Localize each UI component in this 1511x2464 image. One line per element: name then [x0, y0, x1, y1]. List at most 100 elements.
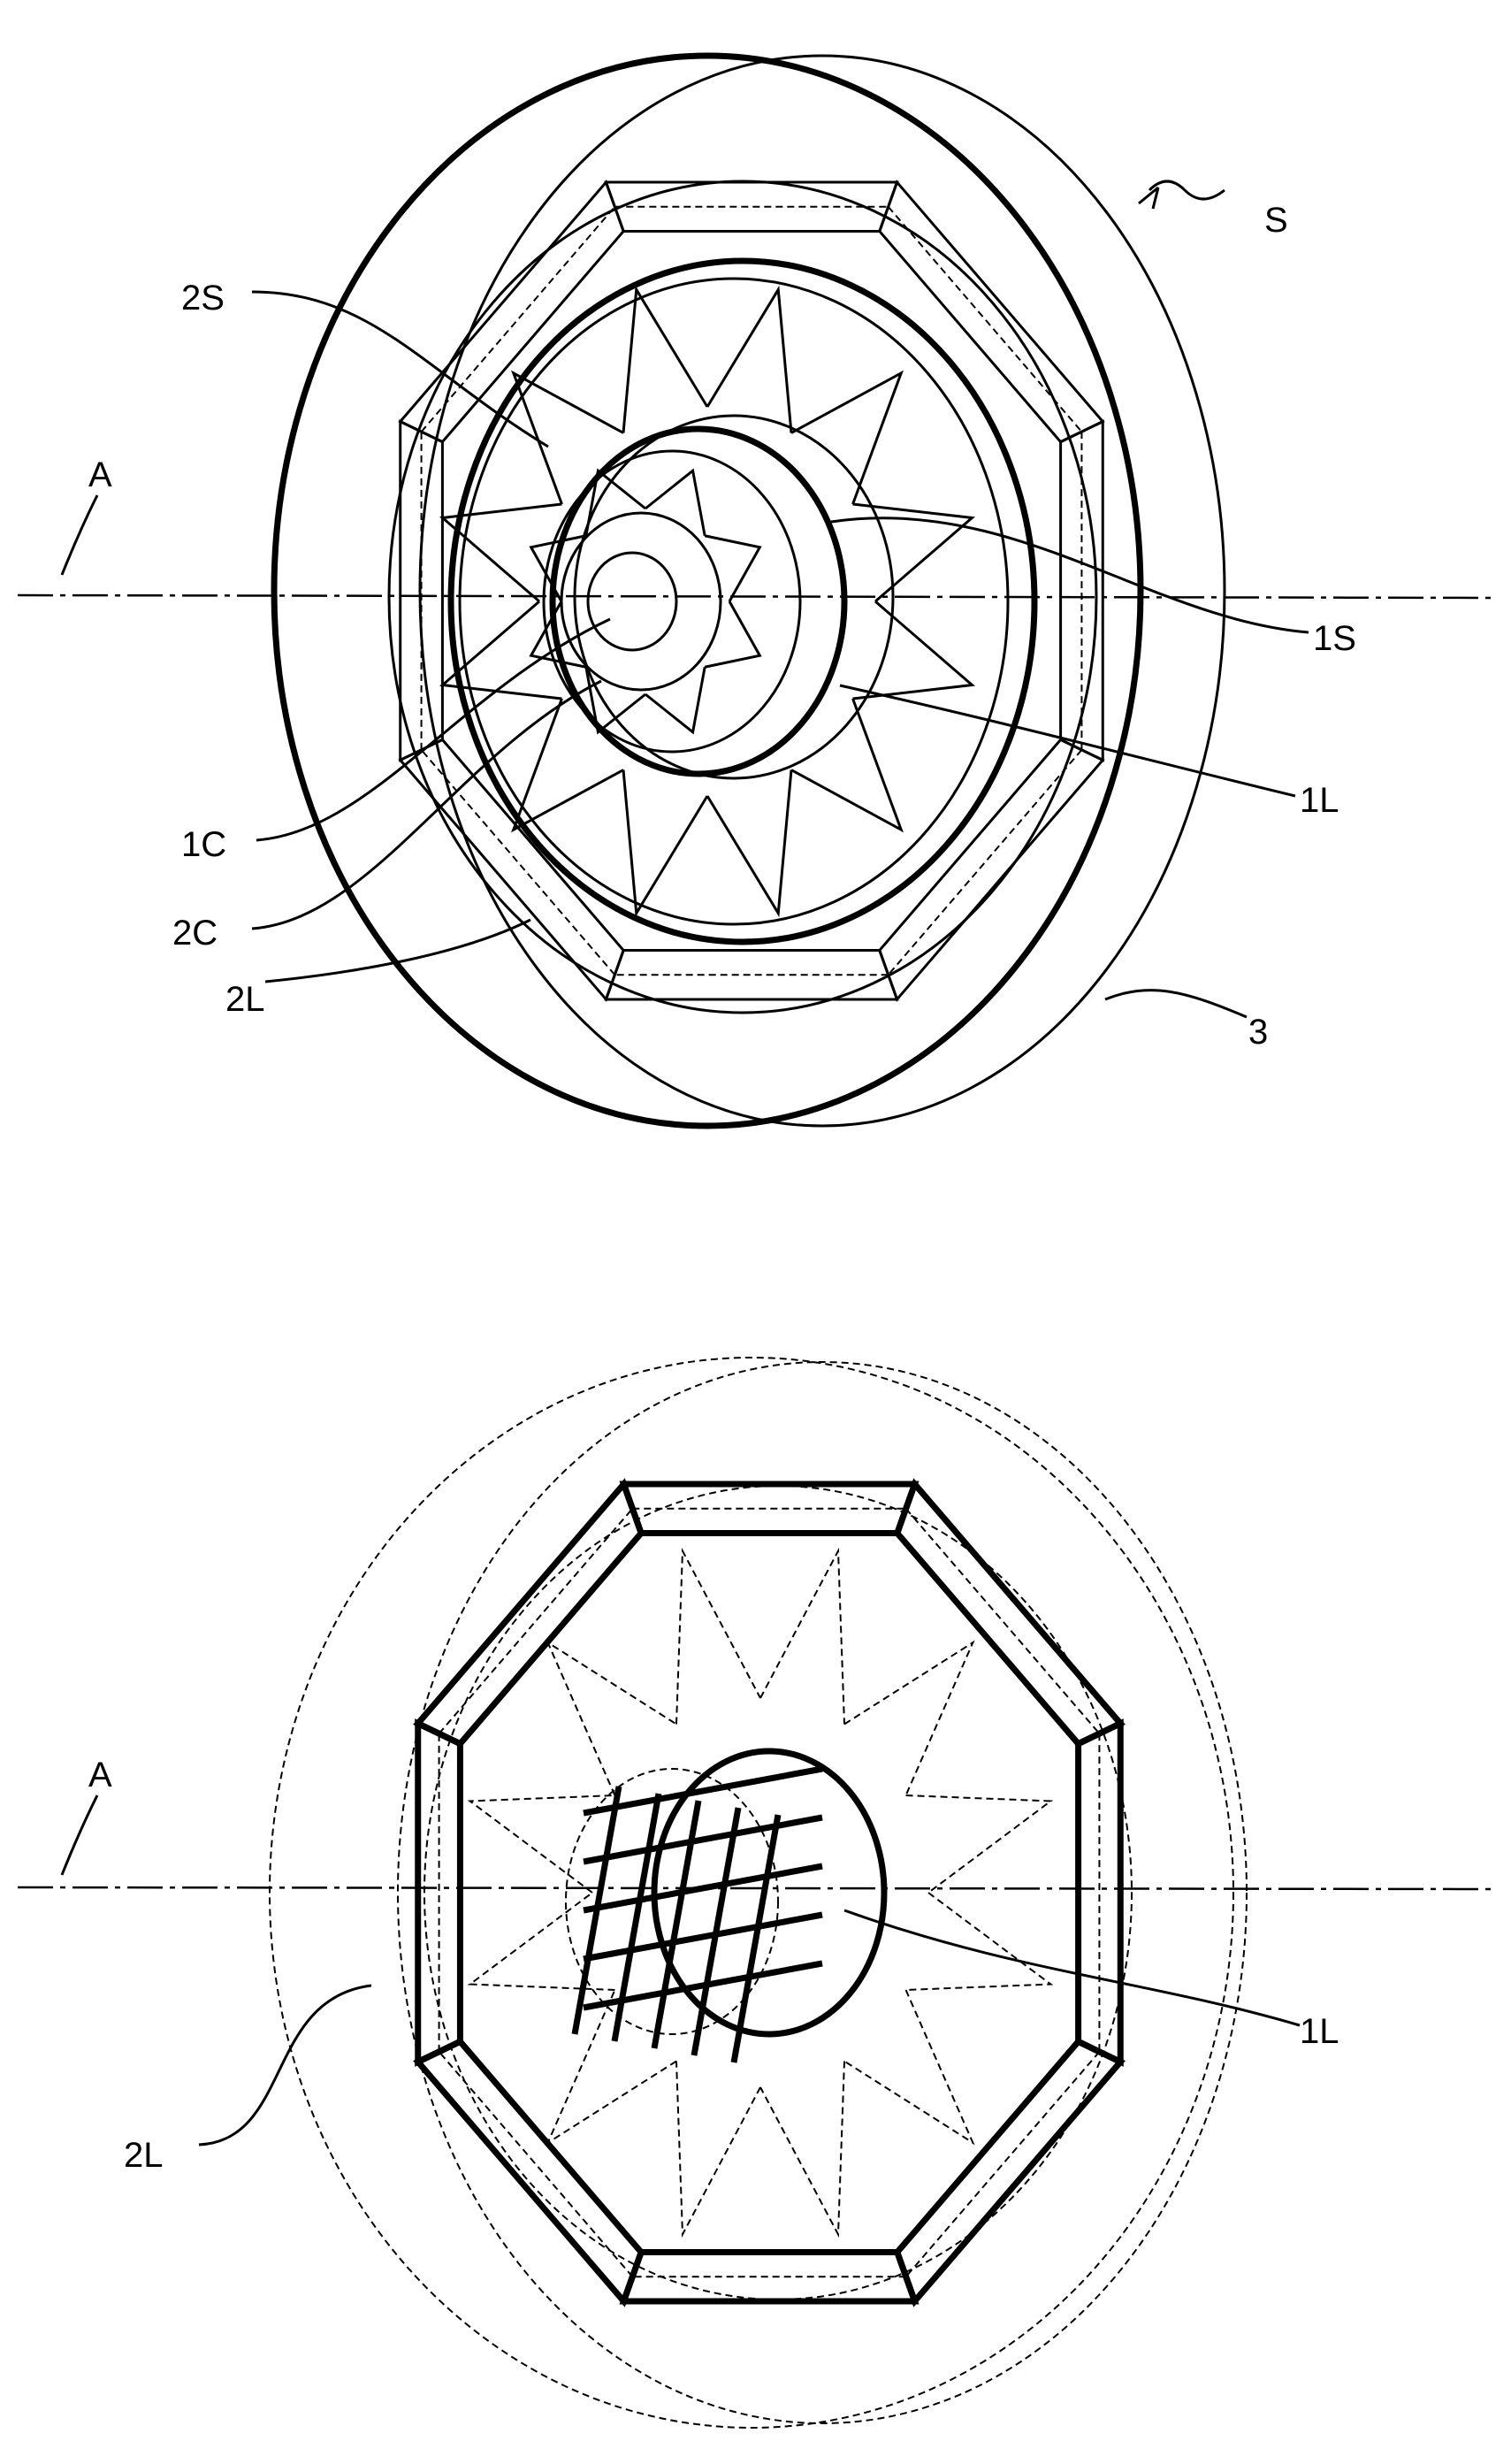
star-spoke	[790, 698, 904, 833]
coil-winding	[904, 1508, 1101, 1734]
grid-bar	[651, 1800, 702, 2049]
star-spoke	[467, 1892, 615, 1991]
coil-winding	[438, 2051, 634, 2277]
star-spoke	[467, 1794, 615, 1894]
grid-bar	[730, 1814, 782, 2063]
star-spoke	[546, 1640, 677, 1796]
outer-ring-front	[271, 52, 1144, 1129]
star-spoke	[704, 601, 762, 669]
star-spoke	[584, 468, 646, 537]
star-spoke	[511, 698, 624, 833]
star-spoke	[704, 534, 762, 602]
label-2C: 2C	[172, 914, 217, 953]
label-2L-top: 2L	[225, 980, 265, 1019]
grid-bar	[583, 1911, 823, 1963]
outer-ring-dashed-back	[397, 1361, 1248, 2424]
coil-segment	[878, 180, 1105, 444]
coil-winding	[420, 206, 616, 432]
axis-A-top	[17, 593, 1495, 600]
label-2S: 2S	[181, 279, 225, 318]
star-spoke	[529, 601, 587, 669]
coil-segment	[1059, 419, 1104, 762]
star-spoke	[759, 1547, 845, 1725]
disc-2S-inner-rim	[458, 277, 1010, 926]
octagonal-coil-2L	[398, 180, 1105, 1002]
star-spoke	[852, 600, 976, 700]
leader-2C	[251, 679, 602, 930]
outer-ring-back	[418, 54, 1226, 1128]
star-spoke	[622, 769, 709, 918]
coil-segment	[893, 2038, 1126, 2307]
gear-2C	[529, 468, 762, 735]
star-spoke	[511, 370, 624, 505]
leader-3	[1104, 989, 1248, 1019]
star-spoke	[584, 666, 646, 735]
leader-A-bottom	[60, 1794, 99, 1876]
leader-2S	[251, 290, 549, 448]
star-spoke	[759, 2061, 845, 2238]
coil-segment	[1075, 1718, 1124, 2067]
hub-1L-front	[549, 425, 848, 777]
hub-1L-bottom	[651, 1748, 888, 2038]
label-1L-top: 1L	[1300, 781, 1339, 820]
hidden-hub-dashed	[565, 1768, 779, 2035]
star-spoke	[905, 1892, 1054, 1991]
star-spoke	[675, 2061, 761, 2238]
star-spoke	[546, 1989, 677, 2146]
coil-segment	[413, 1478, 645, 1748]
star-spoke	[645, 468, 706, 537]
star-spoke	[852, 502, 976, 603]
coil-winding	[887, 749, 1083, 976]
grid-bar	[611, 1793, 662, 2042]
bottom-figure: A 1L 2L	[17, 1357, 1495, 2429]
coil-segment	[413, 2038, 645, 2307]
leader-2L	[264, 918, 531, 983]
core-ring	[560, 511, 722, 692]
inner-ring-dashed	[424, 1485, 1133, 2300]
coil-winding	[420, 749, 616, 976]
axis-A-bottom	[17, 1886, 1495, 1891]
star-spoke	[843, 1989, 975, 2146]
star-spoke	[529, 534, 587, 602]
label-A-top: A	[88, 455, 112, 494]
coil-winding	[904, 2051, 1101, 2277]
core-1C	[586, 551, 678, 652]
label-3: 3	[1248, 1013, 1268, 1052]
grid-bar	[583, 1765, 823, 1817]
star-spoke	[645, 666, 706, 735]
star-spoke	[843, 1640, 975, 1796]
label-1S: 1S	[1313, 619, 1356, 658]
label-2L-bottom: 2L	[124, 2136, 164, 2175]
label-S: S	[1264, 201, 1288, 240]
star-pattern-2S	[439, 285, 976, 918]
coil-winding	[887, 206, 1083, 432]
label-1L-bottom: 1L	[1300, 2012, 1339, 2051]
outer-ring-dashed-front	[269, 1357, 1234, 2429]
leader-1L	[839, 684, 1296, 798]
star-spoke	[675, 1547, 761, 1725]
label-1C: 1C	[181, 825, 226, 864]
star-pattern-dashed	[467, 1547, 1054, 2238]
grid-bar	[583, 1814, 823, 1865]
label-A-bottom: A	[88, 1756, 112, 1794]
star-spoke	[706, 285, 793, 433]
leader-1C	[256, 617, 611, 842]
hub-1S	[542, 449, 802, 754]
leader-2L-bottom	[198, 1984, 372, 2146]
star-spoke	[706, 769, 793, 918]
top-figure: S 2S A 1S 1L 1C 2C 2L 3	[17, 52, 1495, 1129]
octagonal-coil-2L-bottom	[413, 1478, 1126, 2307]
grid-structure	[571, 1765, 823, 2063]
star-spoke	[439, 502, 562, 603]
star-spoke	[790, 370, 904, 505]
leader-1S	[830, 517, 1309, 634]
coil-segment	[398, 738, 625, 1002]
grid-bar	[583, 1960, 823, 2011]
star-spoke	[622, 285, 709, 433]
leader-A	[60, 494, 99, 576]
coil-winding	[438, 1508, 634, 1734]
coil-segment	[893, 1478, 1126, 1748]
star-spoke	[905, 1794, 1054, 1894]
